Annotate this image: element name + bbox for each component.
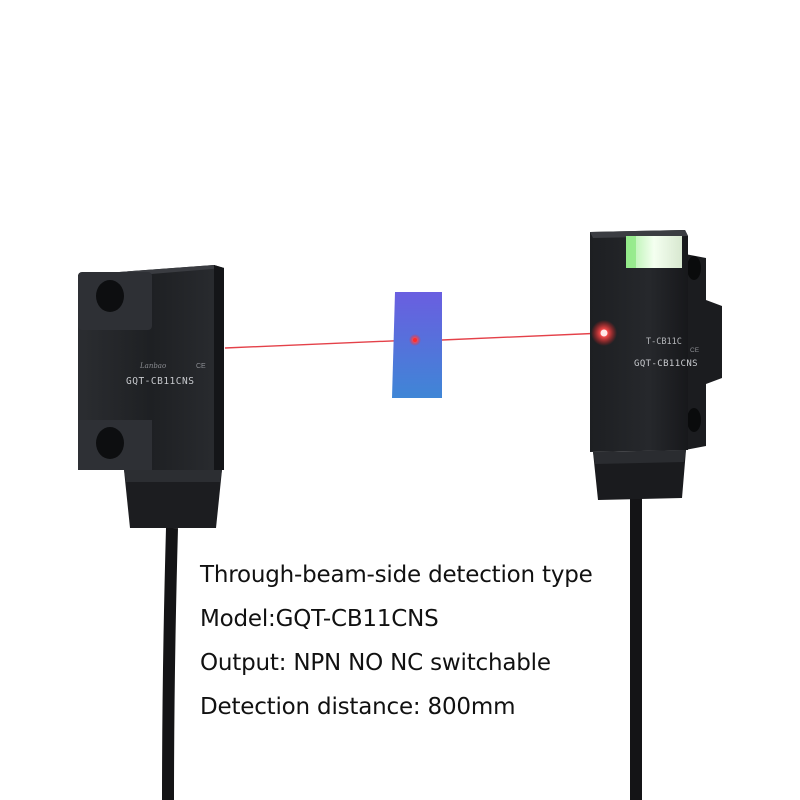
spec-output: Output: NPN NO NC switchable <box>200 650 551 676</box>
receiver-short-label: T-CB11C <box>646 337 682 347</box>
spec-model: Model:GQT-CB11CNS <box>200 606 439 632</box>
emitter-model-label: GQT-CB11CNS <box>126 376 194 387</box>
laser-beam-left <box>224 339 415 349</box>
receiver-mounting-hole-top <box>687 256 701 280</box>
emitter-brand-mark: Lanbao <box>139 362 166 370</box>
emitter-cable <box>162 527 178 800</box>
spec-detection-type: Through-beam-side detection type <box>200 562 593 588</box>
emitter-sensor: Lanbao CE GQT-CB11CNS <box>78 265 224 528</box>
receiver-model-label: GQT-CB11CNS <box>634 359 698 369</box>
mounting-hole-top <box>96 280 124 312</box>
receiver-sensor: T-CB11C CE GQT-CB11CNS <box>590 230 722 500</box>
laser-beam-right <box>441 332 605 341</box>
spec-detection-distance: Detection distance: 800mm <box>200 694 516 720</box>
target-plate <box>392 292 442 398</box>
mounting-hole-bottom <box>96 427 124 459</box>
receiver-ce-mark: CE <box>690 347 700 354</box>
emitter-ce-mark: CE <box>196 363 206 370</box>
receiver-mounting-hole-bottom <box>687 408 701 432</box>
